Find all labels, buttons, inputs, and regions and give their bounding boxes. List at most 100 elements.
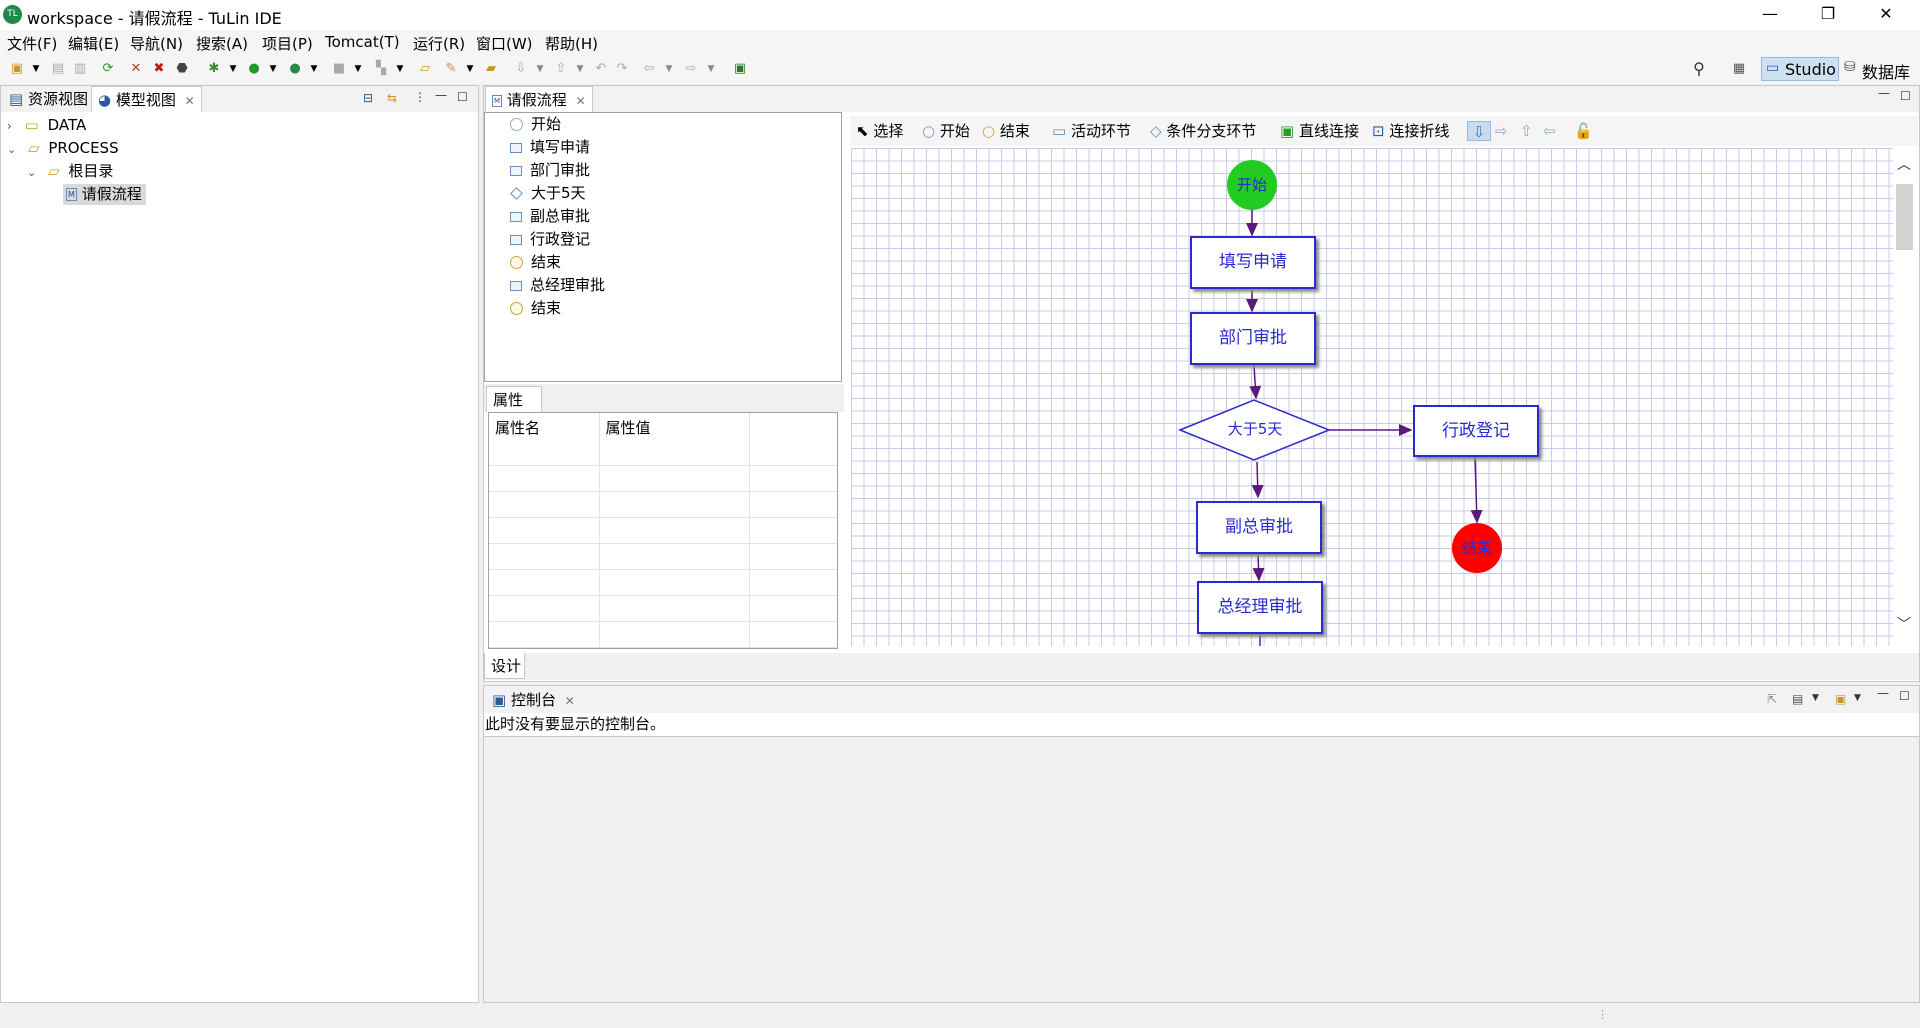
chevron-right-icon[interactable]: › bbox=[7, 119, 12, 133]
edge-vp-gm[interactable] bbox=[1252, 553, 1265, 582]
run-icon[interactable]: ● bbox=[248, 61, 260, 76]
stop-dropdown-icon[interactable]: ▼ bbox=[354, 64, 362, 74]
menu-file[interactable]: 文件(F) bbox=[7, 35, 58, 53]
palette-start[interactable]: ○ 开始 bbox=[922, 121, 970, 141]
canvas-scrollbar[interactable]: ︿ ﹀ bbox=[1893, 148, 1915, 646]
close-button[interactable]: ✕ bbox=[1879, 4, 1893, 23]
external-dropdown-icon[interactable]: ▼ bbox=[310, 64, 318, 74]
palette-condition[interactable]: ◇ 条件分支环节 bbox=[1150, 121, 1256, 141]
debug-icon[interactable]: ✱ bbox=[208, 61, 220, 76]
maximize-editor-icon[interactable]: ☐ bbox=[1900, 89, 1911, 103]
tree-node-process[interactable]: ⌄ ▱ PROCESS bbox=[1, 137, 478, 160]
end-node[interactable]: 结束 bbox=[1452, 523, 1502, 573]
menu-search[interactable]: 搜索(A) bbox=[196, 35, 248, 53]
chevron-down-icon[interactable]: ⌄ bbox=[27, 166, 37, 179]
save-all-icon[interactable]: ▥ bbox=[73, 61, 87, 76]
maximize-view-icon[interactable]: ☐ bbox=[457, 90, 468, 104]
next-annotation-dropdown-icon[interactable]: ▼ bbox=[536, 64, 544, 74]
server-dropdown-icon[interactable]: ▼ bbox=[396, 64, 404, 74]
menu-edit[interactable]: 编辑(E) bbox=[68, 35, 120, 53]
open-type-icon[interactable]: ▰ bbox=[486, 61, 496, 76]
open-folder-icon[interactable]: ▱ bbox=[420, 61, 430, 76]
task-node-gm[interactable]: 总经理审批 bbox=[1197, 581, 1323, 634]
palette-select[interactable]: ⬉ 选择 bbox=[856, 121, 903, 141]
tab-leave-process[interactable]: M 请假流程 ✕ bbox=[485, 86, 593, 112]
task-node-admin[interactable]: 行政登记 bbox=[1413, 405, 1539, 457]
refresh-icon[interactable]: ⟳ bbox=[102, 61, 114, 76]
decision-node-shape[interactable] bbox=[1178, 399, 1332, 461]
menu-window[interactable]: 窗口(W) bbox=[476, 35, 533, 53]
tab-console[interactable]: ▣ 控制台 ✕ bbox=[486, 687, 581, 713]
studio-perspective-button[interactable]: ▭ Studio bbox=[1761, 57, 1839, 81]
task-node-fill[interactable]: 填写申请 bbox=[1190, 236, 1316, 289]
pin-editor-icon[interactable]: ▣ bbox=[733, 61, 747, 76]
lock-button[interactable]: 🔓 bbox=[1574, 121, 1593, 141]
open-perspective-icon[interactable]: ▦ bbox=[1732, 61, 1746, 76]
close-tab-icon[interactable]: ✕ bbox=[575, 94, 586, 108]
forward-edit-icon[interactable]: ↷ bbox=[616, 61, 628, 76]
deploy-icon[interactable]: ⬣ bbox=[176, 61, 188, 76]
maximize-console-icon[interactable]: ☐ bbox=[1899, 689, 1910, 703]
minimize-console-icon[interactable]: — bbox=[1877, 686, 1889, 700]
open-console-icon[interactable]: ▣ bbox=[1835, 692, 1847, 706]
menu-run[interactable]: 运行(R) bbox=[413, 35, 466, 53]
outline-item[interactable]: 开始 bbox=[508, 113, 841, 136]
edge-cond-vp[interactable] bbox=[1251, 461, 1264, 499]
search-icon[interactable]: ⚲ bbox=[1693, 59, 1705, 78]
restore-button[interactable]: ❐ bbox=[1820, 4, 1836, 23]
tree-node-data[interactable]: › ▭ DATA bbox=[1, 114, 478, 137]
tab-properties[interactable]: 属性 bbox=[486, 386, 542, 412]
scroll-thumb[interactable] bbox=[1896, 184, 1913, 250]
menu-help[interactable]: 帮助(H) bbox=[545, 35, 598, 53]
outline-item[interactable]: 填写申请 bbox=[508, 136, 841, 159]
collapse-all-icon[interactable]: ⊟ bbox=[363, 91, 374, 105]
close-tab-icon[interactable]: ✕ bbox=[184, 94, 195, 108]
outline-item[interactable]: 结束 bbox=[508, 297, 841, 320]
scroll-up-icon[interactable]: ︿ bbox=[1897, 157, 1911, 173]
prev-annotation-dropdown-icon[interactable]: ▼ bbox=[576, 64, 584, 74]
database-perspective-button[interactable]: ⛁ 数据库 bbox=[1842, 57, 1918, 82]
new-dropdown-icon[interactable]: ▼ bbox=[32, 64, 40, 74]
diagram-canvas[interactable]: 开始 填写申请 部门审批 大于5天 行政登记 结束 副总审批 总经理审批 bbox=[851, 148, 1893, 646]
forward-icon[interactable]: ⇨ bbox=[685, 61, 697, 76]
minimize-button[interactable]: — bbox=[1762, 4, 1778, 23]
back-dropdown-icon[interactable]: ▼ bbox=[665, 64, 673, 74]
menu-project[interactable]: 项目(P) bbox=[262, 35, 313, 53]
external-tools-icon[interactable]: ● bbox=[289, 61, 301, 76]
edge-dept-cond[interactable] bbox=[1249, 364, 1262, 400]
tab-resource-view[interactable]: ▤ 资源视图 bbox=[3, 86, 94, 112]
column-header-value[interactable]: 属性值 bbox=[599, 413, 750, 466]
palette-polyline[interactable]: ⊡ 连接折线 bbox=[1372, 121, 1449, 141]
open-console-dropdown-icon[interactable]: ▼ bbox=[1854, 693, 1861, 703]
debug-dropdown-icon[interactable]: ▼ bbox=[229, 64, 237, 74]
start-node[interactable]: 开始 bbox=[1227, 160, 1277, 210]
task-node-vp[interactable]: 副总审批 bbox=[1196, 501, 1322, 554]
outline-item[interactable]: 结束 bbox=[508, 251, 841, 274]
view-menu-icon[interactable]: ⋮ bbox=[414, 90, 426, 104]
back-icon[interactable]: ⇦ bbox=[643, 61, 655, 76]
prev-annotation-icon[interactable]: ⇧ bbox=[555, 61, 567, 76]
wand-dropdown-icon[interactable]: ▼ bbox=[466, 64, 474, 74]
minimize-editor-icon[interactable]: — bbox=[1878, 86, 1890, 100]
run-dropdown-icon[interactable]: ▼ bbox=[269, 64, 277, 74]
server-icon[interactable]: ▚ bbox=[376, 61, 386, 76]
display-console-icon[interactable]: ▤ bbox=[1792, 692, 1804, 706]
column-header-name[interactable]: 属性名 bbox=[489, 413, 600, 466]
close-tab-icon[interactable]: ✕ bbox=[564, 694, 575, 708]
tab-design[interactable]: 设计 bbox=[484, 653, 525, 679]
new-icon[interactable]: ▣ bbox=[10, 61, 24, 76]
last-edit-icon[interactable]: ↶ bbox=[595, 61, 607, 76]
next-annotation-icon[interactable]: ⇩ bbox=[515, 61, 527, 76]
outline-item[interactable]: 大于5天 bbox=[508, 182, 841, 205]
save-icon[interactable]: ▤ bbox=[51, 61, 65, 76]
palette-activity[interactable]: ▭ 活动环节 bbox=[1052, 121, 1131, 141]
stop-icon[interactable]: ■ bbox=[332, 61, 346, 76]
menu-navigate[interactable]: 导航(N) bbox=[130, 35, 183, 53]
palette-end[interactable]: ○ 结束 bbox=[982, 121, 1030, 141]
pin-console-icon[interactable]: ⇱ bbox=[1767, 692, 1778, 706]
forward-dropdown-icon[interactable]: ▼ bbox=[707, 64, 715, 74]
tab-model-view[interactable]: ◕ 模型视图 ✕ bbox=[91, 86, 202, 112]
align-left-button[interactable]: ⇦ bbox=[1543, 121, 1556, 141]
edge-admin-end[interactable] bbox=[1470, 456, 1483, 524]
task-node-dept[interactable]: 部门审批 bbox=[1190, 312, 1316, 365]
